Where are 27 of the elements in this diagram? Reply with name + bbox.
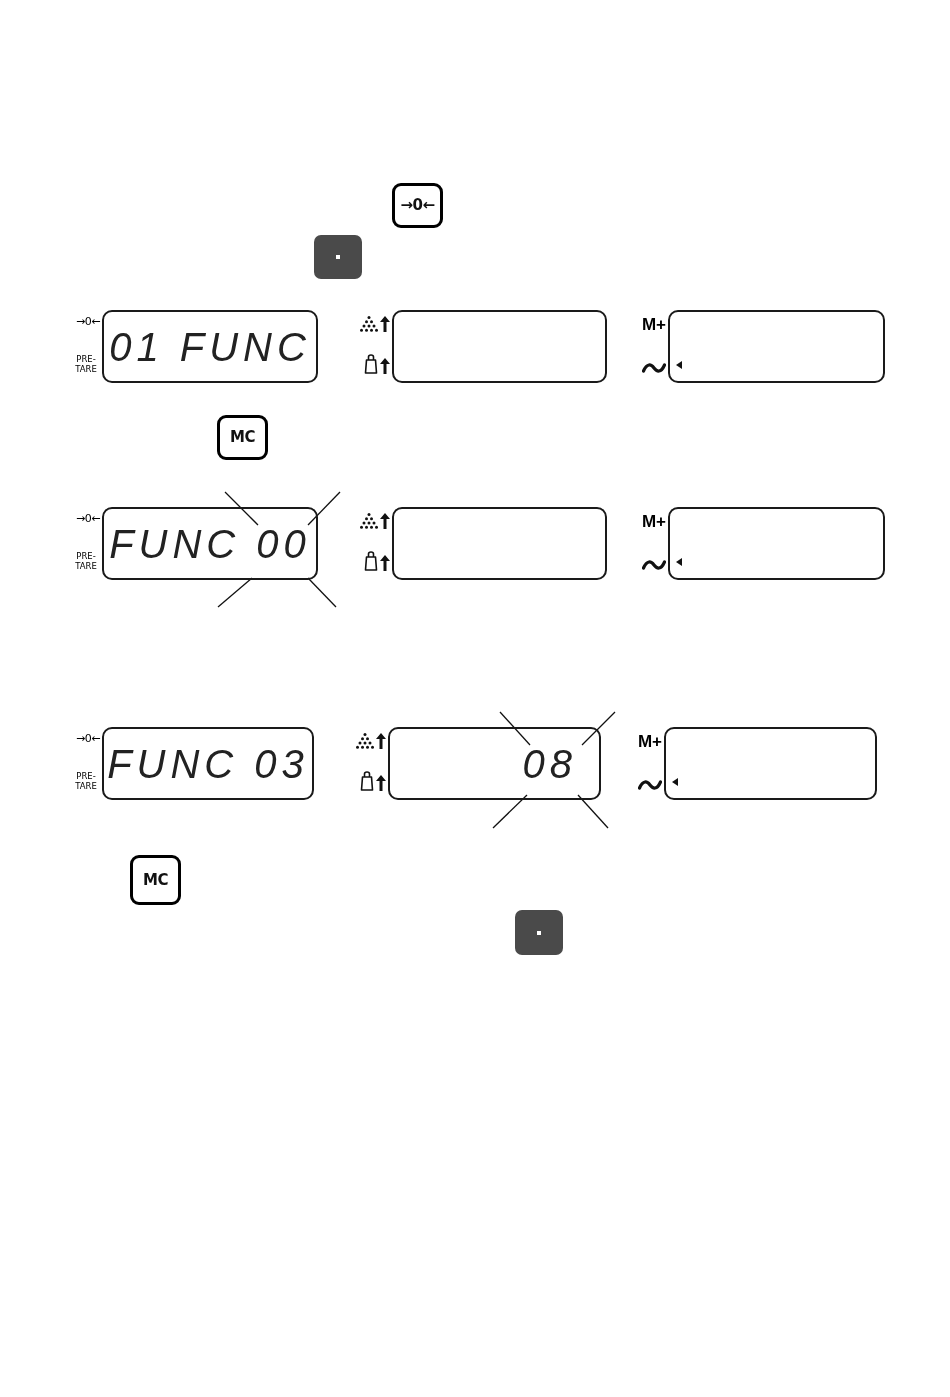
lcd-display: [668, 310, 885, 383]
pre-tare-label: PRE-TARE: [74, 354, 98, 374]
zero-indicator-label: →0←: [76, 513, 100, 524]
dark-key: [515, 910, 563, 955]
display-readout: FUNC 03: [107, 743, 309, 784]
memory-label: M+: [637, 733, 662, 750]
zero-key: →0←: [392, 183, 443, 228]
zero-indicator-label: →0←: [76, 316, 100, 327]
lcd-display: [102, 507, 318, 580]
lcd-display: [664, 727, 877, 800]
display-readout: FUNC 00: [109, 523, 311, 564]
lcd-display: [392, 310, 607, 383]
pre-tare-label: PRE-TARE: [74, 551, 98, 571]
lcd-display: [102, 727, 314, 800]
lcd-display: [392, 507, 607, 580]
dark-key: [314, 235, 362, 279]
mc-key: MC: [217, 415, 268, 460]
lcd-display: [668, 507, 885, 580]
lcd-display: [102, 310, 318, 383]
mc-key: MC: [130, 855, 181, 905]
zero-indicator-label: →0←: [76, 733, 100, 744]
pre-tare-label: PRE-TARE: [74, 771, 98, 791]
display-readout: 08: [522, 743, 577, 784]
lcd-display: [388, 727, 601, 800]
memory-label: M+: [641, 513, 666, 530]
memory-label: M+: [641, 316, 666, 333]
display-readout: 01 FUNC: [109, 326, 311, 367]
